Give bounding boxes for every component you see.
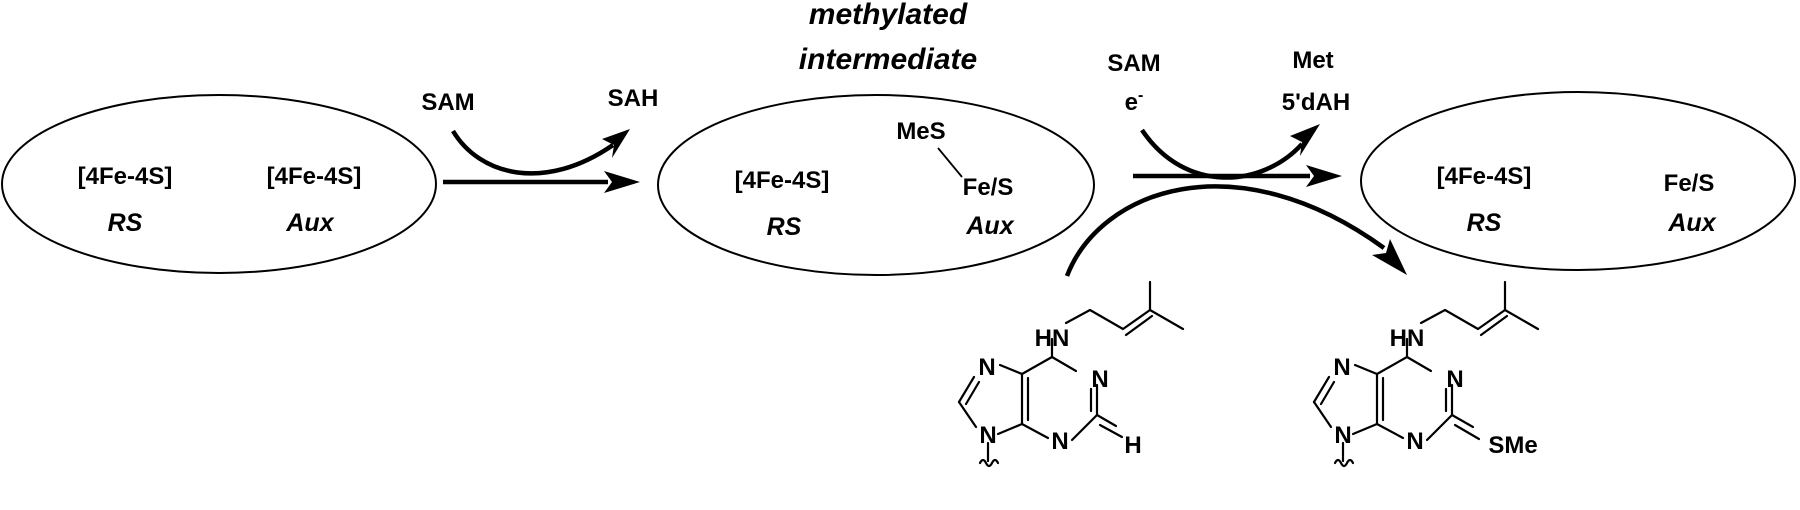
electron-symbol: e (1125, 89, 1138, 116)
step2-product-met: Met (1292, 47, 1333, 74)
product-c2-smethyl: SMe (1488, 432, 1537, 459)
state3-rs-label: RS (1467, 209, 1502, 237)
step2-reactant-sam: SAM (1107, 50, 1160, 77)
enzyme-state-final (1360, 91, 1796, 271)
product-ms2i6a-structure: HN N N N N SMe (1312, 280, 1540, 468)
product-n7: N (1333, 354, 1350, 381)
enzyme-state-initial (1, 94, 437, 274)
substrate-c2-hydrogen: H (1124, 432, 1141, 459)
intermediate-label: intermediate (799, 43, 977, 76)
step2-cosubstrate-arrowhead (1290, 124, 1320, 156)
methyl-fes-bond (937, 147, 963, 178)
state1-rs-label: RS (108, 209, 143, 237)
product-n9: N (1334, 422, 1351, 449)
state1-aux-cluster: [4Fe-4S] (267, 163, 362, 190)
state1-rs-cluster: [4Fe-4S] (78, 163, 173, 190)
substrate-conversion-arrowhead (1372, 239, 1407, 275)
substrate-n3: N (1051, 428, 1068, 455)
substrate-n9: N (979, 422, 996, 449)
methylated-label: methylated (809, 0, 968, 31)
substrate-n1: N (1091, 366, 1108, 393)
product-nh: HN (1390, 325, 1425, 352)
state3-aux-cluster: Fe/S (1664, 170, 1715, 197)
step1-product-sah: SAH (608, 85, 659, 112)
enzyme-state-methylated-intermediate (657, 94, 1095, 276)
product-n1: N (1446, 366, 1463, 393)
state2-rs-label: RS (767, 213, 802, 241)
electron-charge: - (1138, 87, 1143, 104)
step2-cosubstrate-arc (1140, 128, 1304, 180)
state3-rs-cluster: [4Fe-4S] (1437, 163, 1532, 190)
substrate-conversion-arc (1064, 184, 1386, 277)
step1-cosubstrate-arc (451, 129, 615, 176)
state2-aux-label: Aux (965, 212, 1014, 240)
substrate-n7: N (978, 354, 995, 381)
step1-cosubstrate-arrowhead (602, 129, 630, 158)
step2-main-arrowhead (1306, 165, 1342, 187)
state2-aux-cluster: Fe/S (963, 174, 1014, 201)
state2-methyl-group: MeS (896, 118, 945, 145)
step1-reactant-sam: SAM (421, 89, 474, 116)
substrate-nh: HN (1035, 325, 1070, 352)
substrate-i6a-structure: HN N N N N H (957, 280, 1185, 468)
step1-main-arrowhead (604, 171, 640, 193)
state2-rs-cluster: [4Fe-4S] (735, 167, 830, 194)
state1-aux-label: Aux (285, 209, 334, 237)
step2-reactant-electron: e- (1125, 87, 1144, 116)
step2-product-5dah: 5'dAH (1282, 89, 1350, 116)
product-n3: N (1406, 428, 1423, 455)
state3-aux-label: Aux (1667, 209, 1716, 237)
